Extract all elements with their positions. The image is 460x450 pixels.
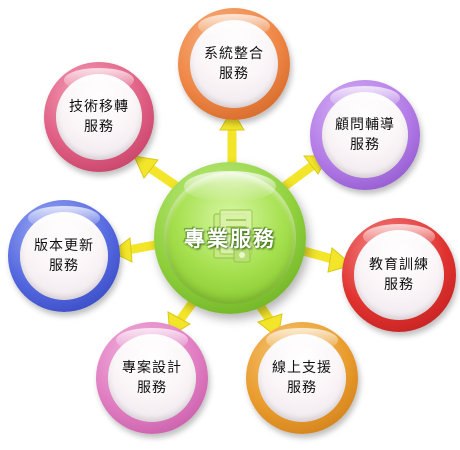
node-label-line1: 教育訓練 bbox=[369, 257, 429, 273]
node-face: 專案設計 服務 bbox=[108, 334, 196, 422]
document-icon bbox=[213, 209, 253, 263]
node-education-training[interactable]: 教育訓練 服務 bbox=[342, 218, 456, 332]
node-version-update[interactable]: 版本更新 服務 bbox=[8, 200, 120, 312]
node-label-line1: 技術移轉 bbox=[69, 99, 129, 115]
node-label-line2: 服務 bbox=[384, 277, 414, 293]
node-face: 線上支援 服務 bbox=[258, 334, 346, 422]
node-online-support[interactable]: 線上支援 服務 bbox=[246, 322, 358, 434]
node-face: 顧問輔導 服務 bbox=[322, 92, 408, 178]
node-face: 系統整合 服務 bbox=[190, 20, 278, 108]
node-consulting[interactable]: 顧問輔導 服務 bbox=[310, 80, 420, 190]
node-face: 教育訓練 服務 bbox=[354, 230, 444, 320]
node-project-design[interactable]: 專案設計 服務 bbox=[96, 322, 208, 434]
node-face: 技術移轉 服務 bbox=[56, 74, 142, 160]
node-label-line2: 服務 bbox=[350, 137, 380, 153]
node-label-line2: 服務 bbox=[287, 380, 317, 396]
node-center-professional-services[interactable]: 專業服務 bbox=[154, 162, 306, 314]
center-title: 專業服務 bbox=[184, 227, 276, 251]
node-technology-transfer[interactable]: 技術移轉 服務 bbox=[44, 62, 154, 172]
node-label-line2: 服務 bbox=[219, 66, 249, 82]
node-system-integration[interactable]: 系統整合 服務 bbox=[178, 8, 290, 120]
node-label-line1: 線上支援 bbox=[272, 360, 332, 376]
node-label-line1: 顧問輔導 bbox=[335, 117, 395, 133]
node-label-line1: 專案設計 bbox=[122, 360, 182, 376]
node-label-line2: 服務 bbox=[137, 380, 167, 396]
node-label-line1: 版本更新 bbox=[34, 238, 94, 254]
node-label-line2: 服務 bbox=[84, 119, 114, 135]
node-face: 版本更新 服務 bbox=[20, 212, 108, 300]
node-label-line1: 系統整合 bbox=[204, 46, 264, 62]
node-label-line2: 服務 bbox=[49, 258, 79, 274]
